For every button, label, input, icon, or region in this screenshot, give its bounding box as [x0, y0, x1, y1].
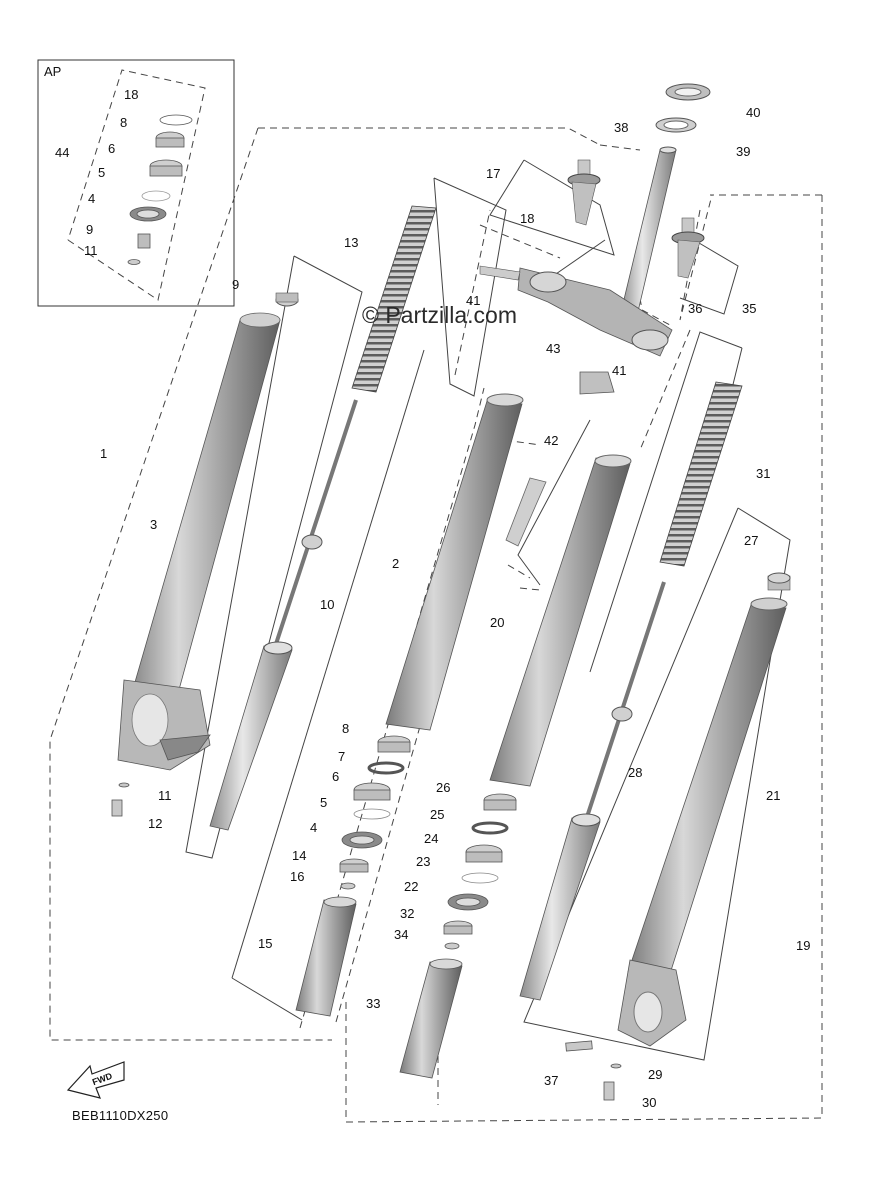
left-seal-stack	[295, 735, 411, 1017]
callout-30[interactable]: 30	[642, 1095, 657, 1110]
callout-19[interactable]: 19	[796, 938, 811, 953]
inset-callout-11[interactable]: 11	[84, 243, 98, 258]
callout-37[interactable]: 37	[544, 1073, 559, 1088]
callout-43[interactable]: 43	[546, 341, 561, 356]
part-outer-tube-left	[117, 312, 281, 771]
callout-27[interactable]: 27	[744, 533, 759, 548]
callout-8[interactable]: 8	[342, 721, 350, 736]
part-17-fork-cap	[567, 159, 601, 226]
callout-40[interactable]: 40	[746, 105, 761, 120]
callout-20[interactable]: 20	[490, 615, 505, 630]
part-42	[505, 477, 547, 547]
callout-33[interactable]: 33	[366, 996, 381, 1011]
inset-callout-8[interactable]: 8	[120, 115, 128, 130]
watermark: © Partzilla.com	[362, 302, 517, 328]
callout-7[interactable]: 7	[338, 749, 346, 764]
fwd-arrow-badge	[66, 1061, 125, 1099]
callout-28[interactable]: 28	[628, 765, 643, 780]
part-35-fork-cap	[671, 217, 705, 279]
callout-6[interactable]: 6	[332, 769, 340, 784]
bolts	[111, 782, 622, 1101]
callout-34[interactable]: 34	[394, 927, 409, 942]
part-21-outer-tube	[617, 597, 788, 1047]
callout-4[interactable]: 4	[310, 820, 318, 835]
callout-1[interactable]: 1	[100, 446, 108, 461]
callout-5[interactable]: 5	[320, 795, 328, 810]
part-31-spring	[659, 381, 743, 567]
callout-2[interactable]: 2	[392, 556, 400, 571]
callout-42[interactable]: 42	[544, 433, 559, 448]
callout-23[interactable]: 23	[416, 854, 431, 869]
callout-41a[interactable]: 41	[466, 293, 481, 308]
callout-44[interactable]: 44	[55, 145, 70, 160]
callout-31[interactable]: 31	[756, 466, 771, 481]
part-27-bushing	[767, 572, 791, 591]
part-20-inner-tube	[489, 454, 632, 787]
inset-frame	[37, 59, 235, 307]
inset-callout-6[interactable]: 6	[108, 141, 116, 156]
part-9-bushing	[275, 292, 299, 307]
callout-21[interactable]: 21	[766, 788, 781, 803]
leader-lines	[185, 159, 791, 1061]
part-2-inner-tube	[385, 393, 524, 731]
callout-25[interactable]: 25	[430, 807, 445, 822]
callout-9[interactable]: 9	[232, 277, 240, 292]
part-10-damper-rod	[209, 399, 358, 831]
inset-parts	[127, 114, 193, 265]
part-38-steering-stem	[619, 146, 677, 321]
callout-36[interactable]: 36	[688, 301, 703, 316]
callout-29[interactable]: 29	[648, 1067, 663, 1082]
callout-17[interactable]: 17	[486, 166, 501, 181]
callout-41b[interactable]: 41	[612, 363, 627, 378]
callout-15[interactable]: 15	[258, 936, 273, 951]
part-lower-bracket	[479, 265, 673, 357]
inset-callout-5[interactable]: 5	[98, 165, 106, 180]
dashed-outlines	[49, 69, 823, 1123]
callout-39[interactable]: 39	[736, 144, 751, 159]
callout-11[interactable]: 11	[158, 788, 172, 803]
callout-12[interactable]: 12	[148, 816, 163, 831]
inset-callout-18[interactable]: 18	[124, 87, 139, 102]
inset-callout-9[interactable]: 9	[86, 222, 94, 237]
part-43-nut	[579, 371, 615, 395]
callout-14[interactable]: 14	[292, 848, 307, 863]
callout-16[interactable]: 16	[290, 869, 305, 884]
callout-26[interactable]: 26	[436, 780, 451, 795]
callout-35[interactable]: 35	[742, 301, 757, 316]
callout-38[interactable]: 38	[614, 120, 629, 135]
callout-18[interactable]: 18	[520, 211, 535, 226]
callout-24[interactable]: 24	[424, 831, 439, 846]
callout-32[interactable]: 32	[400, 906, 415, 921]
part-28-damper-rod	[519, 581, 666, 1001]
right-seal-stack	[399, 793, 517, 1079]
inset-callout-4[interactable]: 4	[88, 191, 96, 206]
callout-10[interactable]: 10	[320, 597, 335, 612]
callout-22[interactable]: 22	[404, 879, 419, 894]
diagram-code: BEB1110DX250	[72, 1108, 169, 1123]
part-13-spring	[351, 205, 437, 393]
inset-title: AP	[44, 64, 62, 79]
callout-13[interactable]: 13	[344, 235, 359, 250]
callout-3[interactable]: 3	[150, 517, 158, 532]
part-39-40-bearings	[655, 83, 711, 133]
